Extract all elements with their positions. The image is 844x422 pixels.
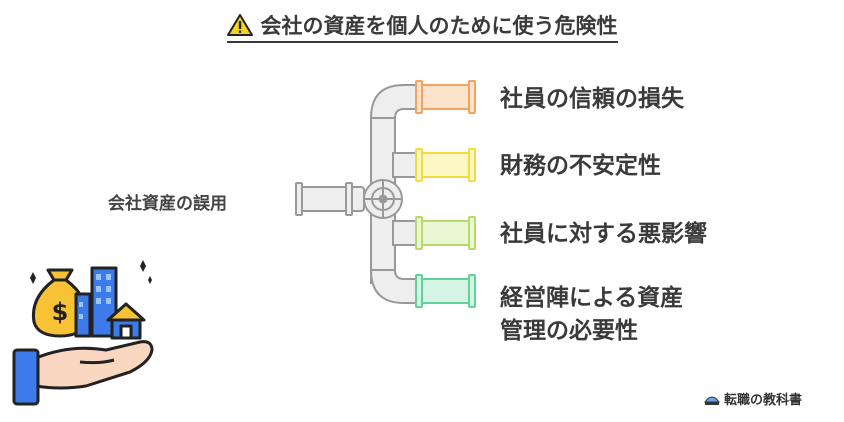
outlet-flange-3b xyxy=(468,216,476,250)
outlet-flange-2a xyxy=(415,148,423,182)
outcome-3: 社員に対する悪影響 xyxy=(500,218,707,251)
page-title: 会社の資産を個人のために使う危険性 xyxy=(226,10,618,43)
outlet-flange-2b xyxy=(468,148,476,182)
elbow-bottom xyxy=(369,269,419,304)
input-pipe xyxy=(297,186,365,212)
brand-logo-icon xyxy=(704,396,720,405)
outcome-4-line2: 管理の必要性 xyxy=(500,318,638,344)
title-text: 会社の資産を個人のために使う危険性 xyxy=(260,14,618,38)
outcome-2: 財務の不安定性 xyxy=(500,150,661,183)
outlet-pipe-1 xyxy=(417,84,474,110)
outcome-4-line1: 経営陣による資産 xyxy=(500,285,684,311)
outlet-pipe-4 xyxy=(417,278,474,304)
outlet-flange-1b xyxy=(468,80,476,114)
outlet-flange-3a xyxy=(415,216,423,250)
outcome-1-line1: 社員の信頼の損失 xyxy=(500,86,684,112)
brand-name: 転職の教科書 xyxy=(724,393,803,408)
branch-2 xyxy=(392,152,420,178)
outlet-pipe-2 xyxy=(417,152,474,178)
warning-icon xyxy=(226,14,253,36)
elbow-top xyxy=(369,84,419,119)
branch-3 xyxy=(392,220,420,246)
outlet-flange-4b xyxy=(468,274,476,308)
outcome-4: 経営陣による資産 管理の必要性 xyxy=(500,282,683,348)
input-pipe-flange-right xyxy=(345,182,353,216)
outlet-flange-1a xyxy=(415,80,423,114)
title-container: 会社の資産を個人のために使う危険性 xyxy=(0,10,844,43)
hand-holding-assets-icon: $ xyxy=(12,260,154,406)
brand: 転職の教科書 xyxy=(704,389,802,408)
input-pipe-flange-left xyxy=(295,182,303,216)
valve-wheel-icon xyxy=(363,179,403,219)
outlet-pipe-3 xyxy=(417,220,474,246)
svg-text:$: $ xyxy=(52,298,69,326)
outcome-3-line1: 社員に対する悪影響 xyxy=(500,221,707,247)
outlet-flange-4a xyxy=(415,274,423,308)
input-label: 会社資産の誤用 xyxy=(108,194,227,214)
outcome-2-line1: 財務の不安定性 xyxy=(500,153,661,179)
outcome-1: 社員の信頼の損失 xyxy=(500,83,684,116)
